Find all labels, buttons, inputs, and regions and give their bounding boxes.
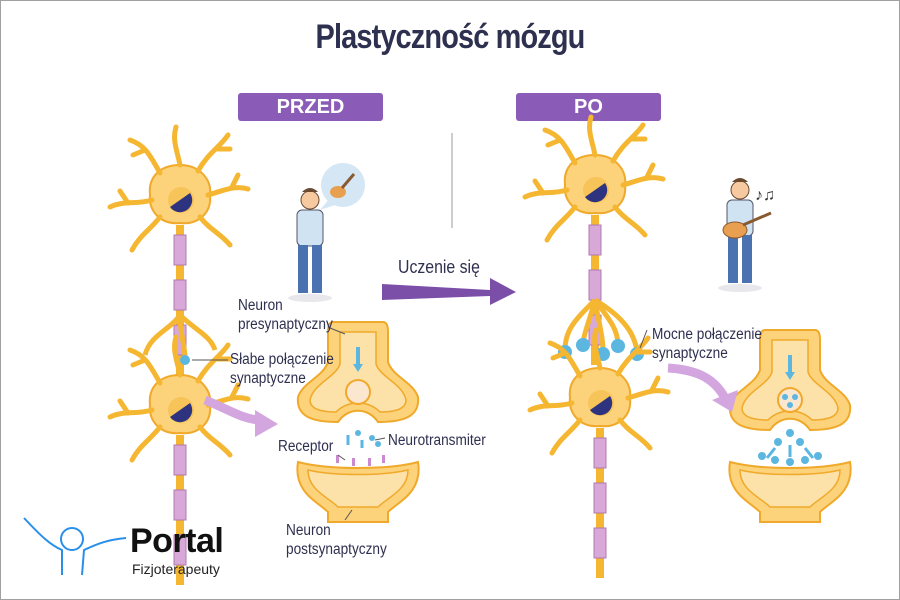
logo-figure xyxy=(23,517,127,576)
logo-name: Portal xyxy=(130,522,224,560)
axon-terminals-before xyxy=(142,313,218,359)
curved-arrow-before xyxy=(203,395,259,425)
release-arrows-before xyxy=(346,435,364,448)
label-leader-lines xyxy=(192,327,648,521)
after-banner: PO xyxy=(516,93,661,121)
label-receptor: Receptor xyxy=(278,438,334,455)
curved-arrow-after xyxy=(667,363,729,401)
learning-arrow xyxy=(382,278,516,305)
receptors-before xyxy=(336,455,385,466)
neurotransmitters-after xyxy=(758,394,822,466)
postsynaptic-neuron-after xyxy=(530,330,668,579)
axon-terminals-after xyxy=(562,297,640,353)
before-banner: PRZED xyxy=(238,93,383,121)
label-learning: Uczenie się xyxy=(398,257,480,277)
logo-subtitle: Fizjoterapeuty xyxy=(132,561,220,577)
page-title: Plastyczność mózgu xyxy=(315,18,586,56)
music-notes-icon: ♪♫ xyxy=(755,187,775,204)
presynaptic-neuron-after xyxy=(525,117,663,366)
weak-synapse-highlight xyxy=(180,355,190,365)
label-neurotransmitter: Neurotransmiter xyxy=(388,432,486,449)
release-arrows-after xyxy=(765,445,815,459)
postsynaptic-terminal-before xyxy=(296,461,420,523)
presynaptic-neuron-before xyxy=(110,127,248,376)
person-playing-guitar: ♪♫ xyxy=(717,177,775,293)
person-thinking-guitar xyxy=(287,163,365,303)
postsynaptic-terminal-after xyxy=(728,461,852,523)
neurotransmitters-before xyxy=(355,430,381,447)
